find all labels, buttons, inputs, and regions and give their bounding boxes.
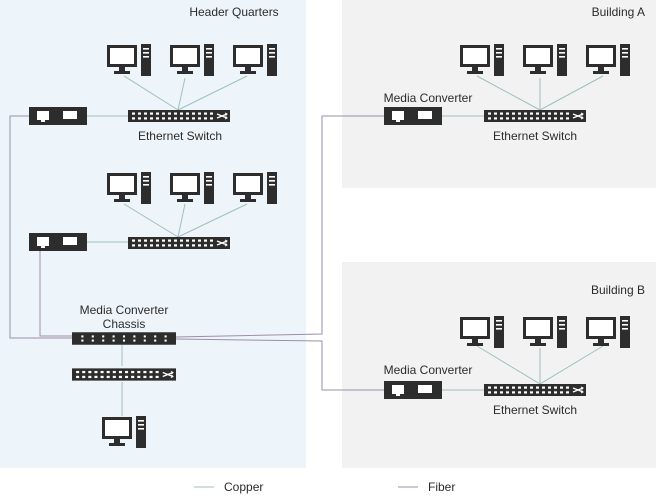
ethernet-switch-label: Ethernet Switch: [138, 129, 222, 143]
fiber-links: [9, 115, 384, 391]
ethernet-switch-icon: [484, 384, 586, 396]
media-converter-icon: [384, 107, 442, 125]
ethernet-switch-icon: [128, 237, 230, 249]
media-converter-icon: [384, 381, 442, 399]
chassis-label-line2: Chassis: [103, 317, 146, 331]
zone-hq-title: Header Quarters: [189, 5, 278, 19]
ethernet-switch-icon: [72, 368, 176, 381]
ethernet-switch-icon: [128, 110, 230, 122]
ethernet-switch-icon: [484, 110, 586, 122]
zone-building-b: [342, 262, 656, 468]
media-converter-label: Media Converter: [384, 91, 473, 105]
media-converter-icon: [29, 233, 87, 251]
ethernet-switch-label: Ethernet Switch: [493, 403, 577, 417]
zone-building-b-title: Building B: [591, 283, 645, 297]
chassis-label-line1: Media Converter: [80, 303, 169, 317]
zone-building-a-title: Building A: [592, 5, 645, 19]
legend-fiber-label: Fiber: [428, 480, 455, 494]
media-converter-icon: [29, 107, 87, 125]
media-converter-chassis-icon: [72, 332, 176, 345]
legend-copper-label: Copper: [224, 480, 263, 494]
ethernet-switch-label: Ethernet Switch: [493, 129, 577, 143]
media-converter-label: Media Converter: [384, 363, 473, 377]
zone-building-a: [342, 0, 656, 188]
copper-links: [87, 75, 604, 416]
